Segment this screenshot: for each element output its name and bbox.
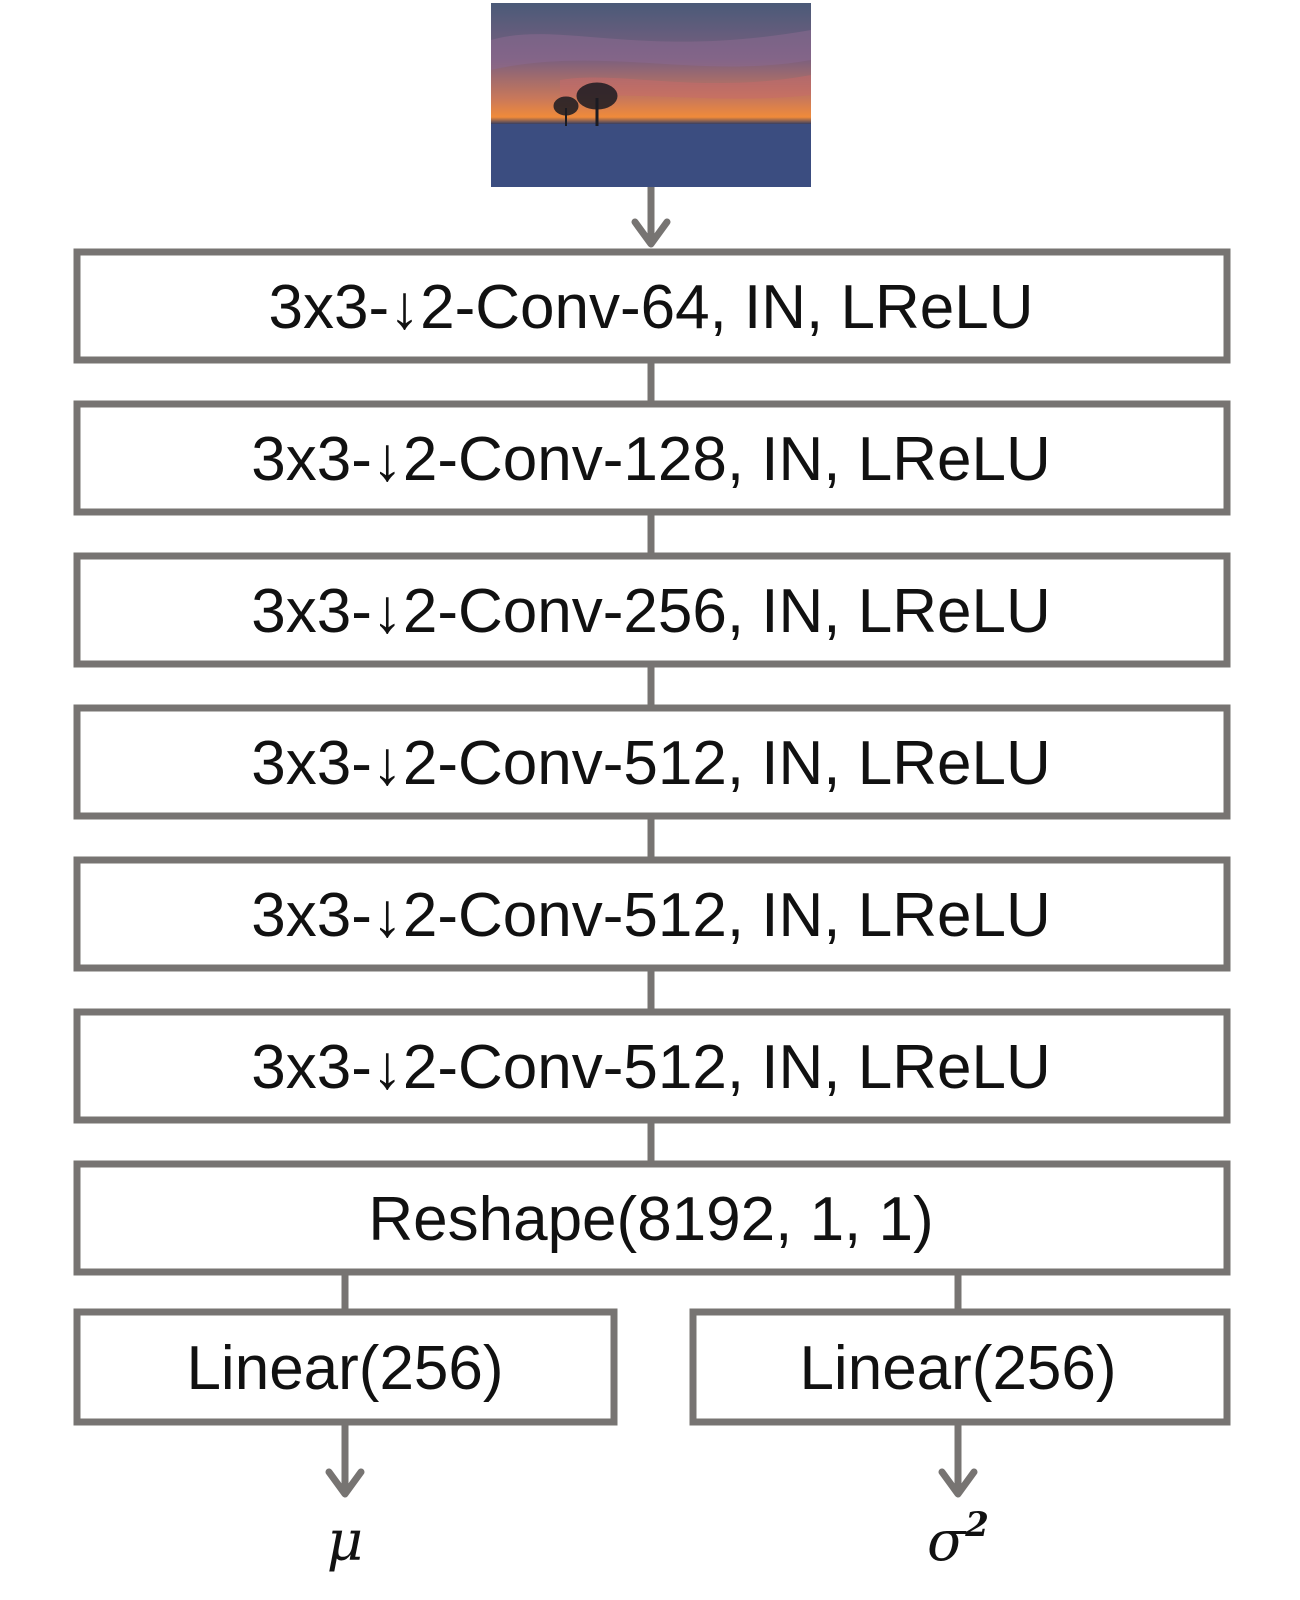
input-image (491, 3, 811, 187)
tree-icon (553, 82, 618, 126)
layer-label-4: 3x3-↓2-Conv-512, IN, LReLU (251, 729, 1050, 798)
layer-block-3 (73, 552, 1231, 668)
layer-block-1 (73, 248, 1231, 364)
linear-head-label-1: Linear(256) (186, 1334, 503, 1403)
layer-block-5 (73, 856, 1231, 972)
output-symbol-2: σ2 (927, 1505, 989, 1574)
layer-label-5: 3x3-↓2-Conv-512, IN, LReLU (251, 881, 1050, 950)
layer-label-3: 3x3-↓2-Conv-256, IN, LReLU (251, 577, 1050, 646)
layer-block-2 (73, 400, 1231, 516)
input-arrowhead (631, 218, 671, 248)
linear-head-2 (689, 1308, 1231, 1426)
layer-label-6: 3x3-↓2-Conv-512, IN, LReLU (251, 1033, 1050, 1102)
output-arrowhead-2 (938, 1468, 978, 1498)
output-arrowhead-1 (325, 1468, 365, 1498)
layer-label-2: 3x3-↓2-Conv-128, IN, LReLU (251, 425, 1050, 494)
layer-block-7 (73, 1160, 1231, 1276)
layer-label-7: Reshape(8192, 1, 1) (368, 1185, 933, 1254)
output-symbol-1: μ (327, 1509, 363, 1574)
linear-head-label-2: Linear(256) (799, 1334, 1116, 1403)
layer-block-6 (73, 1008, 1231, 1124)
layer-block-4 (73, 704, 1231, 820)
layer-label-1: 3x3-↓2-Conv-64, IN, LReLU (269, 273, 1034, 342)
